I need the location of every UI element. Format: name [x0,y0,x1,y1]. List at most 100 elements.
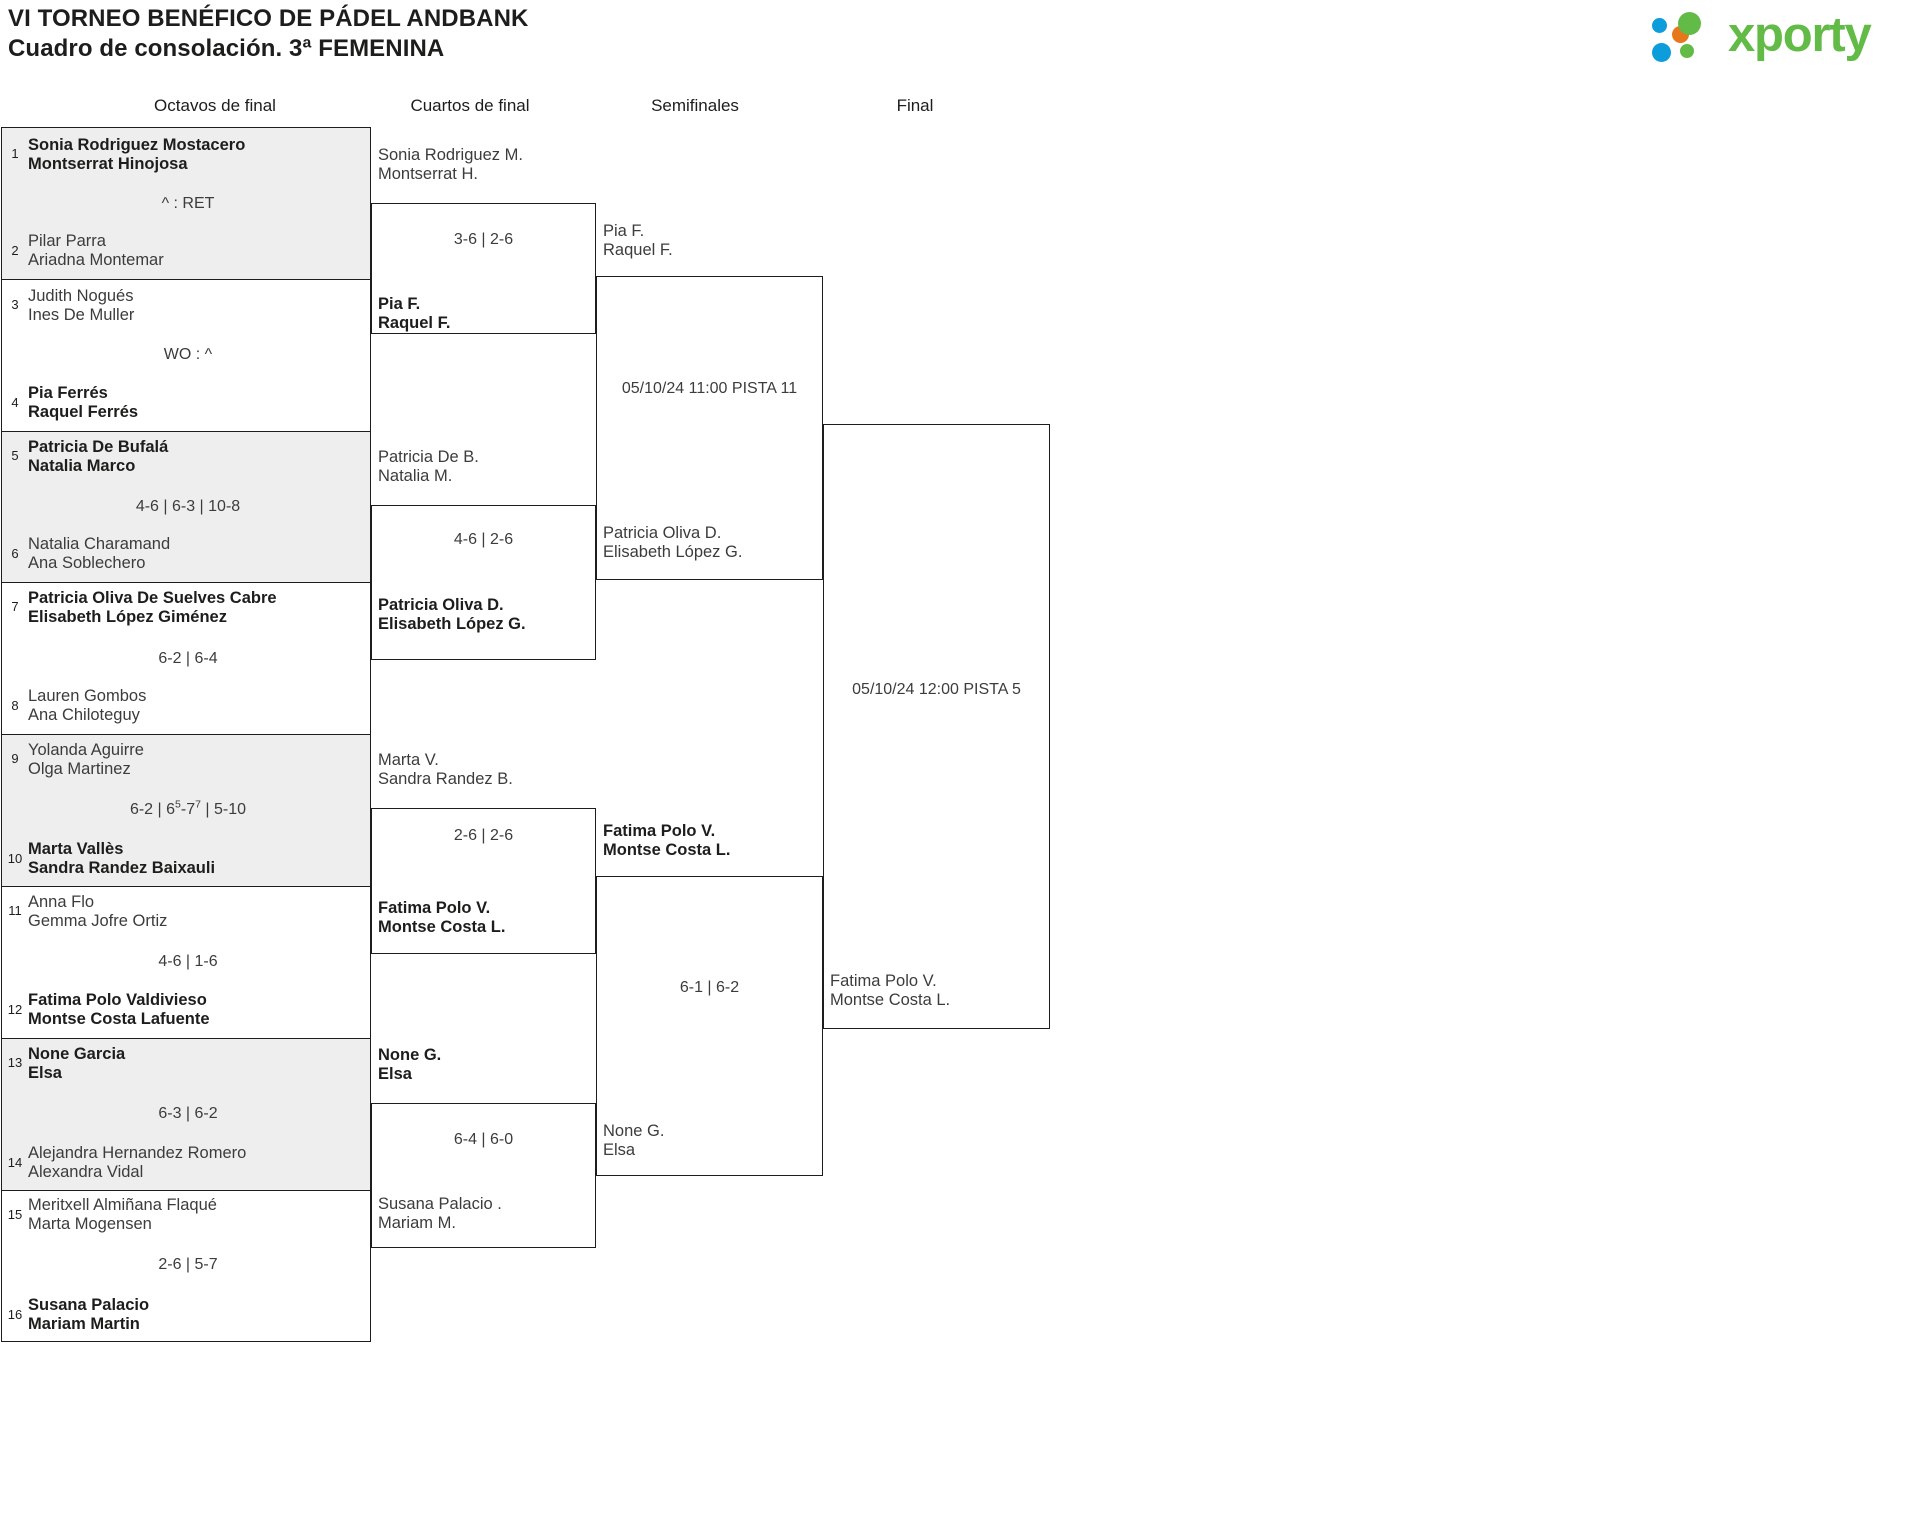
column-header-final: Final [896,96,934,115]
team-name-line1: Yolanda Aguirre [28,741,144,759]
team-name-line1: Lauren Gombos [28,687,147,705]
match-schedule: 05/10/24 12:00 PISTA 5 [852,681,1021,698]
team-name-line1: None G. [603,1122,665,1140]
match-schedule: 05/10/24 11:00 PISTA 11 [621,380,798,397]
seed-number: 16 [7,1307,23,1322]
round1-divider [1,1038,371,1039]
team-name-line2: Elisabeth López G. [378,615,526,633]
round1-divider [1,1190,371,1191]
match-score: 6-2 | 65-77 | 5-10 [129,798,247,818]
seed-number: 14 [7,1155,23,1170]
team-name-line2: Ines De Muller [28,306,135,324]
match-score: 2-6 | 2-6 [453,827,514,844]
team-name-line2: Olga Martinez [28,760,131,778]
team-name-line2: Montserrat H. [378,165,478,183]
round1-divider [1,886,371,887]
round1-divider [1,734,371,735]
team-name-line2: Elsa [28,1064,62,1082]
team-name-line1: Marta Vallès [28,840,124,858]
round3-match-box [596,876,823,1176]
match-score: 4-6 | 6-3 | 10-8 [135,498,241,515]
team-name-line2: Montse Costa Lafuente [28,1010,210,1028]
column-header-cuartos: Cuartos de final [410,96,530,115]
seed-number: 5 [11,448,19,463]
seed-number: 12 [7,1002,23,1017]
match-score: 6-2 | 6-4 [158,650,218,667]
seed-number: 13 [7,1055,23,1070]
team-name-line2: Elsa [378,1065,412,1083]
team-name-line2: Elisabeth López Giménez [28,608,227,626]
round2-match-box [371,505,596,660]
page-header: VI TORNEO BENÉFICO DE PÁDEL ANDBANK Cuad… [0,0,1920,72]
round1-band [1,1038,371,1190]
team-name-line1: None G. [378,1046,442,1064]
xporty-logo: xporty [1652,6,1902,66]
team-name-line1: Natalia Charamand [28,535,171,553]
team-name-line2: Ana Soblechero [28,554,146,572]
column-header-octavos: Octavos de final [154,96,276,115]
round1-band [1,127,371,279]
team-name-line2: Alexandra Vidal [28,1163,144,1181]
seed-number: 8 [11,698,19,713]
logo-wordmark: xporty [1728,8,1872,62]
round1-band [1,431,371,582]
team-name-line2: Montse Costa L. [830,991,951,1009]
match-score: 4-6 | 1-6 [158,953,218,970]
match-score: 3-6 | 2-6 [453,231,514,248]
team-name-line1: Fatima Polo V. [603,822,716,840]
round3-match-box [596,276,823,580]
match-score: 6-3 | 6-2 [158,1105,218,1122]
seed-number: 9 [11,751,19,766]
team-name-line1: Patricia De Bufalá [28,438,169,456]
team-name-line2: Mariam Martin [28,1315,140,1333]
title-block: VI TORNEO BENÉFICO DE PÁDEL ANDBANK Cuad… [8,4,528,64]
team-name-line1: Judith Nogués [28,287,134,305]
match-score: WO : ^ [163,346,213,363]
team-name-line1: Sonia Rodriguez M. [378,146,523,164]
team-name-line2: Natalia M. [378,467,453,485]
seed-number: 11 [8,903,22,918]
match-score: ^ : RET [161,195,215,212]
team-name-line1: Patricia Oliva De Suelves Cabre [28,589,277,607]
team-name-line2: Raquel F. [603,241,673,259]
round2-match-box [371,203,596,334]
team-name-line1: Marta V. [378,751,439,769]
team-name-line2: Elsa [603,1141,636,1159]
match-score: 6-4 | 6-0 [453,1131,514,1148]
team-name-line2: Sandra Randez B. [378,770,513,788]
team-name-line1: Pilar Parra [28,232,106,250]
seed-number: 3 [11,297,19,312]
match-score: 2-6 | 5-7 [158,1256,218,1273]
team-name-line2: Montse Costa L. [603,841,731,859]
team-name-line1: Patricia Oliva D. [378,596,504,614]
team-name-line2: Raquel Ferrés [28,403,139,421]
team-name-line1: Alejandra Hernandez Romero [28,1144,247,1162]
team-name-line2: Sandra Randez Baixauli [28,859,216,877]
round2-match-box [371,808,596,954]
team-name-line2: Montserrat Hinojosa [28,155,188,173]
team-name-line1: Pia F. [603,222,645,240]
team-name-line2: Montse Costa L. [378,918,506,936]
round2-match-box [371,1103,596,1248]
team-name-line2: Elisabeth López G. [603,543,743,561]
team-name-line1: Susana Palacio . [378,1195,502,1213]
seed-number: 6 [11,546,19,561]
team-name-line1: Susana Palacio [28,1296,150,1314]
seed-number: 15 [7,1207,23,1222]
team-name-line2: Natalia Marco [28,457,136,475]
team-name-line1: None Garcia [28,1045,126,1063]
team-name-line1: Fatima Polo Valdivieso [28,991,207,1009]
match-score: 4-6 | 2-6 [453,531,514,548]
team-name-line1: Sonia Rodriguez Mostacero [28,136,246,154]
seed-number: 7 [11,599,19,614]
column-header-semifinales: Semifinales [651,96,739,115]
round1-divider [1,582,371,583]
round1-divider [1,279,371,280]
team-name-line2: Ariadna Montemar [28,251,164,269]
team-name-line2: Mariam M. [378,1214,456,1232]
team-name-line1: Anna Flo [28,893,95,911]
team-name-line1: Pia F. [378,295,421,313]
round4-match-box [823,424,1050,1029]
team-name-line1: Meritxell Almiñana Flaqué [28,1196,217,1214]
